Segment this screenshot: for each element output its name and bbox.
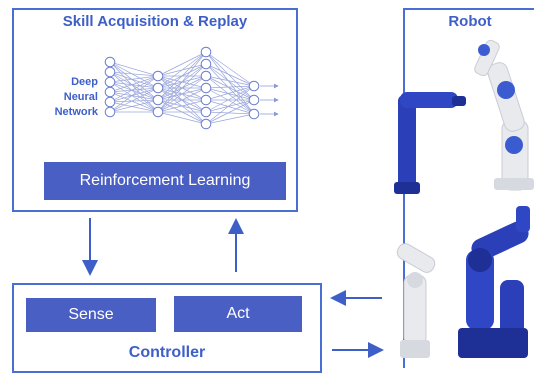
robot-arm-icon-blue-large bbox=[458, 206, 530, 358]
nn-connection bbox=[109, 75, 159, 83]
nn-node bbox=[104, 96, 116, 108]
nn-connection bbox=[109, 87, 159, 93]
nn-connection bbox=[205, 85, 255, 113]
nn-connection bbox=[109, 75, 159, 103]
nn-connection bbox=[205, 111, 255, 115]
nn-label-line-1: Deep bbox=[71, 76, 98, 88]
nn-connection bbox=[205, 75, 255, 87]
nn-label-line-3: Network bbox=[54, 106, 98, 118]
nn-connection bbox=[205, 99, 255, 113]
nn-connection bbox=[109, 91, 159, 113]
nn-node bbox=[104, 86, 116, 98]
nn-node bbox=[200, 46, 212, 58]
nn-connection bbox=[109, 71, 159, 101]
nn-connection bbox=[109, 71, 159, 113]
nn-node bbox=[104, 76, 116, 88]
nn-node bbox=[104, 56, 116, 68]
nn-connection bbox=[157, 75, 207, 113]
nn-node bbox=[248, 108, 260, 120]
nn-connection bbox=[157, 99, 207, 113]
nn-connection bbox=[205, 85, 255, 89]
nn-connection bbox=[205, 87, 255, 115]
nn-connection bbox=[157, 63, 207, 113]
robot-arm-icon-blue-small bbox=[394, 92, 466, 194]
nn-connection bbox=[109, 81, 159, 89]
sense-box: Sense bbox=[26, 298, 156, 332]
nn-node bbox=[104, 106, 116, 118]
nn-connection bbox=[205, 113, 255, 125]
nn-node bbox=[200, 70, 212, 82]
nn-label-line-2: Neural bbox=[63, 91, 98, 103]
skill-acquisition-title: Skill Acquisition & Replay bbox=[62, 13, 248, 30]
nn-connection bbox=[109, 61, 159, 89]
nn-connection bbox=[205, 99, 255, 115]
nn-connection bbox=[109, 61, 159, 101]
nn-node bbox=[200, 82, 212, 94]
nn-connection bbox=[109, 87, 159, 113]
nn-connection bbox=[205, 99, 255, 125]
nn-connection bbox=[109, 75, 159, 93]
nn-connection bbox=[109, 71, 159, 89]
nn-connection bbox=[205, 63, 255, 115]
nn-connection bbox=[109, 71, 159, 77]
nn-node bbox=[248, 80, 260, 92]
nn-connection bbox=[109, 91, 159, 101]
reinforcement-learning-box: Reinforcement Learning bbox=[44, 162, 286, 200]
nn-connection bbox=[157, 87, 207, 113]
nn-node bbox=[200, 118, 212, 130]
nn-connection bbox=[157, 51, 207, 113]
nn-connection bbox=[109, 61, 159, 77]
nn-node bbox=[248, 94, 260, 106]
nn-connection bbox=[205, 85, 255, 101]
neural-network-icon bbox=[104, 46, 279, 130]
nn-connection bbox=[157, 111, 207, 125]
skill-acquisition-box bbox=[12, 8, 298, 212]
nn-connection bbox=[205, 85, 255, 125]
nn-connection bbox=[109, 99, 159, 113]
robot-title: Robot bbox=[448, 13, 492, 30]
nn-connection bbox=[205, 87, 255, 101]
nn-label: Deep Neural Network bbox=[38, 75, 98, 120]
robot-arm-icon-white-small bbox=[396, 243, 436, 358]
nn-connection bbox=[205, 63, 255, 101]
controller-title: Controller bbox=[128, 344, 206, 361]
nn-connection bbox=[157, 51, 207, 101]
nn-connection bbox=[109, 75, 159, 113]
nn-node bbox=[200, 106, 212, 118]
nn-connection bbox=[109, 87, 159, 103]
nn-connection bbox=[205, 75, 255, 115]
nn-connection bbox=[205, 63, 255, 87]
nn-connection bbox=[157, 51, 207, 77]
nn-connection bbox=[109, 81, 159, 113]
nn-connection bbox=[109, 99, 159, 103]
nn-node bbox=[104, 66, 116, 78]
nn-node bbox=[152, 82, 164, 94]
nn-node bbox=[152, 106, 164, 118]
nn-connection bbox=[205, 51, 255, 87]
nn-connection bbox=[205, 75, 255, 101]
nn-node bbox=[200, 58, 212, 70]
nn-node bbox=[200, 94, 212, 106]
nn-connection bbox=[109, 61, 159, 113]
nn-node bbox=[152, 70, 164, 82]
act-box: Act bbox=[174, 296, 302, 332]
nn-node bbox=[152, 94, 164, 106]
nn-connection bbox=[109, 101, 159, 113]
nn-connection bbox=[157, 51, 207, 89]
robot-arm-icon-white-tall bbox=[474, 39, 534, 191]
nn-connection bbox=[109, 81, 159, 101]
